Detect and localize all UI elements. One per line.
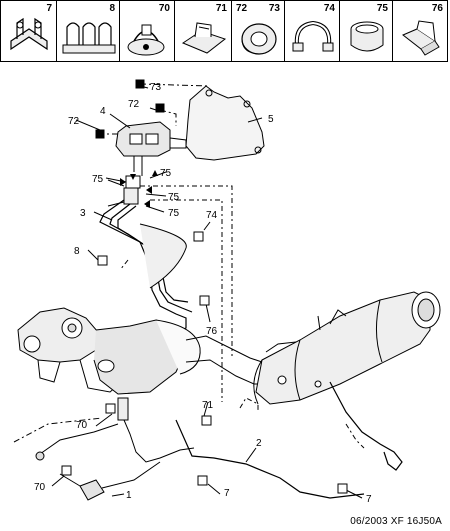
legend-ref: 76: [431, 3, 443, 14]
callout-75-d: 75: [168, 208, 180, 219]
drawing-reference-code: 06/2003 XF 16J50A: [350, 516, 442, 527]
callout-4: 4: [100, 106, 106, 117]
double-clip-icon: [10, 17, 48, 51]
legend-cell-70: 70: [119, 0, 175, 62]
callout-75-b: 75: [160, 168, 172, 179]
callout-5: 5: [268, 114, 274, 125]
callout-70-b: 70: [34, 482, 46, 493]
multi-clip-icon: [62, 22, 116, 54]
legend-ref: 75: [376, 3, 388, 14]
callout-7-b: 7: [366, 494, 372, 505]
callout-7-a: 7: [224, 488, 230, 499]
legend-cell-75: 75: [339, 0, 393, 62]
callout-76: 76: [206, 326, 218, 337]
legend-ref: 74: [323, 3, 335, 14]
legend-cell-7: 7: [0, 0, 57, 62]
callout-70-a: 70: [76, 420, 88, 431]
callout-8: 8: [74, 246, 80, 257]
callout-71: 71: [202, 400, 214, 411]
callout-74: 74: [206, 210, 218, 221]
callout-72: 72: [128, 99, 140, 110]
legend-cell-71: 71: [174, 0, 232, 62]
clip-plate-icon: [181, 22, 227, 54]
parts-legend: 7 8 70: [0, 0, 450, 64]
legend-cell-72-73: 72 73: [231, 0, 285, 62]
angled-clip-icon: [402, 20, 440, 56]
sleeve-icon: [350, 21, 384, 52]
bracket: [185, 85, 265, 161]
callout-75-c: 75: [168, 192, 180, 203]
legend-ref-2: 73: [268, 3, 280, 14]
legend-ref: 7: [46, 3, 52, 14]
callout-3: 3: [80, 208, 86, 219]
legend-cell-76: 76: [392, 0, 448, 62]
pressure-sensor: [115, 121, 171, 157]
callout-73: 73: [150, 82, 162, 93]
callout-1: 1: [126, 490, 132, 501]
legend-ref: 70: [158, 3, 170, 14]
hose-clamp-icon: [292, 20, 334, 52]
callout-2: 2: [256, 438, 262, 449]
legend-ref: 71: [215, 3, 227, 14]
legend-ref: 8: [109, 3, 115, 14]
cable-tie-icon: [127, 24, 165, 56]
callout-75-a: 75: [92, 174, 104, 185]
callout-72-b: 72: [68, 116, 80, 127]
legend-ref: 72: [236, 3, 248, 14]
grommet-icon: [241, 23, 277, 55]
legend-cell-74: 74: [284, 0, 340, 62]
legend-cell-8: 8: [56, 0, 120, 62]
